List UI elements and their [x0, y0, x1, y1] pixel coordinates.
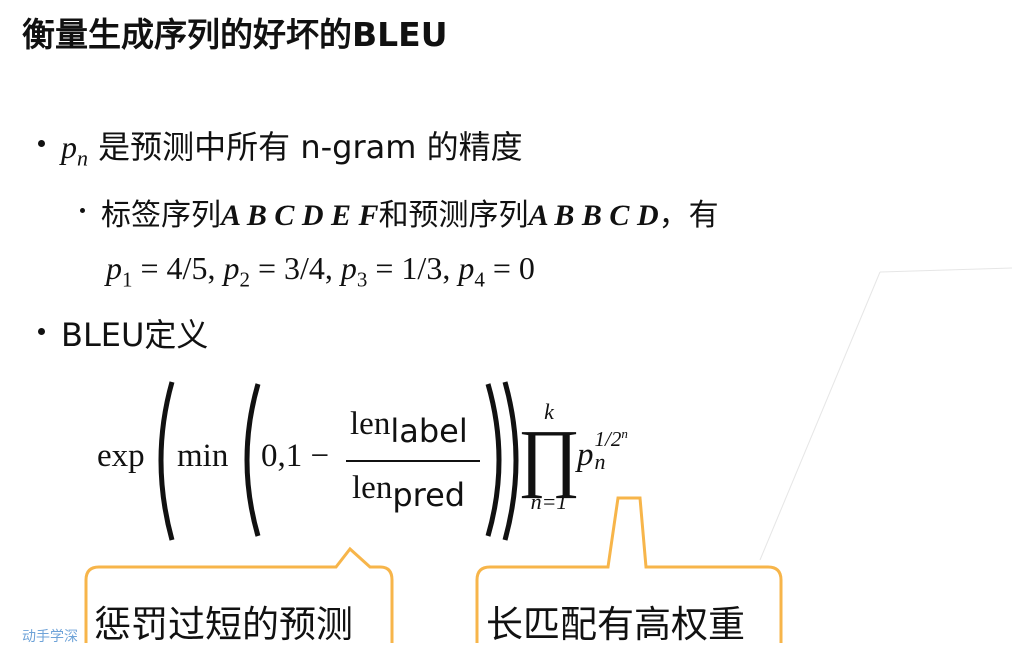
example-prefix: 标签序列 [101, 198, 221, 233]
len-den: len [352, 470, 393, 506]
precision-values: p1 = 4/5, p2 = 3/4, p3 = 1/3, p4 = 0 [106, 250, 535, 292]
p-var: p [577, 437, 594, 473]
bullet-pn: pn 是预测中所有 n-gram 的精度 [38, 122, 523, 171]
slide-title: 衡量生成序列的好坏的BLEU [22, 15, 448, 54]
p-sup-n: n [621, 426, 628, 441]
pn-var: p [61, 129, 77, 165]
bullet-dot [38, 139, 45, 147]
pred-sub: pred [392, 476, 466, 514]
p2-sub: 2 [239, 267, 250, 292]
p4-var: p [458, 250, 475, 286]
len-num: len [350, 406, 391, 442]
prod-upper: k [544, 399, 554, 424]
p3-sub: 3 [356, 267, 368, 292]
example-suffix: ，有 [658, 198, 719, 233]
bullet-dot [38, 327, 45, 335]
label-sub: label [390, 412, 468, 450]
p-sub: n [594, 449, 606, 474]
p4-value: = 0 [484, 250, 535, 286]
min-label: min [177, 438, 229, 474]
pn-text: 是预测中所有 n-gram 的精度 [88, 128, 523, 166]
product-operator: k ∏ n=1 [518, 399, 581, 514]
bleu-def-text: BLEU定义 [61, 316, 209, 354]
p2-var: p [223, 250, 240, 286]
p-sup: 1/2n [594, 426, 628, 451]
exp-label: exp [97, 438, 145, 474]
numerator: lenlabel [350, 404, 468, 450]
example-mid: 和预测序列 [378, 198, 529, 233]
callout-penalize-short: 惩罚过短的预测 [94, 603, 353, 646]
product-symbol: ∏ [517, 415, 581, 499]
p2-value: = 3/4, [249, 250, 341, 286]
denominator: lenpred [352, 468, 465, 514]
bullet-bleu-def: BLEU定义 [38, 310, 208, 356]
p-sup-base: 1/2 [594, 427, 622, 451]
label-sequence: A B C D E F [221, 199, 379, 232]
pred-sequence: A B B C D [528, 199, 659, 232]
p-term: p 1/2n n [577, 426, 628, 474]
prod-lower: n=1 [530, 489, 568, 514]
p3-value: = 1/3, [367, 250, 459, 286]
p3-var: p [340, 250, 357, 286]
p-scripts: 1/2n n [594, 426, 628, 474]
bullet-example: 标签序列A B C D E F和预测序列A B B C D，有 [80, 190, 719, 234]
p1-sub: 1 [122, 267, 133, 292]
watermark: 动手学深 [22, 629, 78, 645]
p4-sub: 4 [474, 267, 485, 292]
zero-one-minus: 0,1 − [261, 438, 330, 474]
callout-long-match-weight: 长匹配有高权重 [486, 603, 745, 646]
bullet-dot [80, 208, 85, 213]
p1-value: = 4/5, [132, 250, 224, 286]
p1-var: p [106, 250, 122, 286]
pn-sub: n [77, 145, 88, 171]
